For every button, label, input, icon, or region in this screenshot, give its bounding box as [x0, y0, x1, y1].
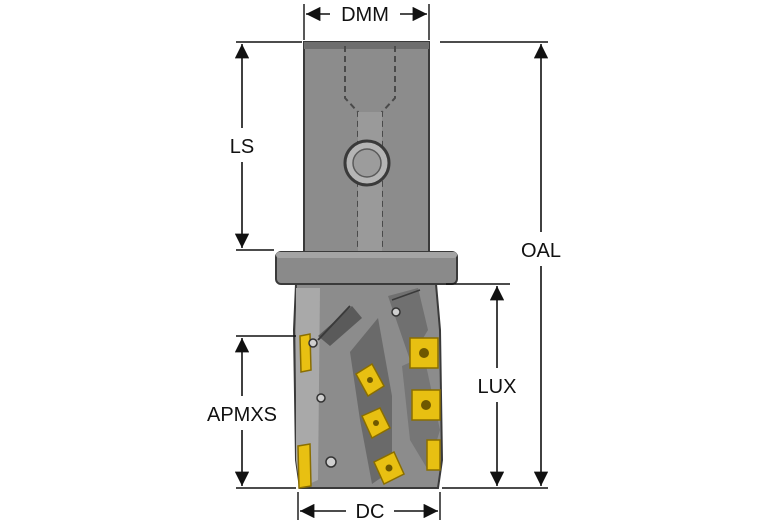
screw-icon — [391, 307, 401, 317]
lux-label: LUX — [478, 376, 517, 398]
dimension-lines — [234, 6, 549, 519]
clamp-screw-icon — [343, 139, 391, 187]
screw-icon — [325, 456, 337, 468]
shank — [303, 41, 430, 255]
apmxs-label: APMXS — [207, 404, 277, 426]
dc-label: DC — [356, 501, 385, 523]
dimension-labels: DMM LS OAL LUX APMXS DC — [207, 4, 561, 523]
insert-icon — [426, 439, 441, 471]
screw-icon — [308, 338, 318, 348]
oal-label: OAL — [521, 240, 561, 262]
insert-icon — [355, 362, 385, 398]
insert-icon — [409, 337, 439, 369]
cutting-inserts — [297, 307, 441, 489]
ls-label: LS — [230, 136, 254, 158]
insert-icon — [411, 389, 441, 421]
insert-icon — [297, 443, 312, 489]
screw-icon — [316, 393, 326, 403]
insert-icon — [373, 450, 405, 486]
collar — [275, 251, 458, 285]
dmm-label: DMM — [341, 4, 389, 26]
insert-icon — [299, 333, 312, 373]
extension-lines — [236, 4, 548, 520]
insert-icon — [361, 407, 391, 440]
